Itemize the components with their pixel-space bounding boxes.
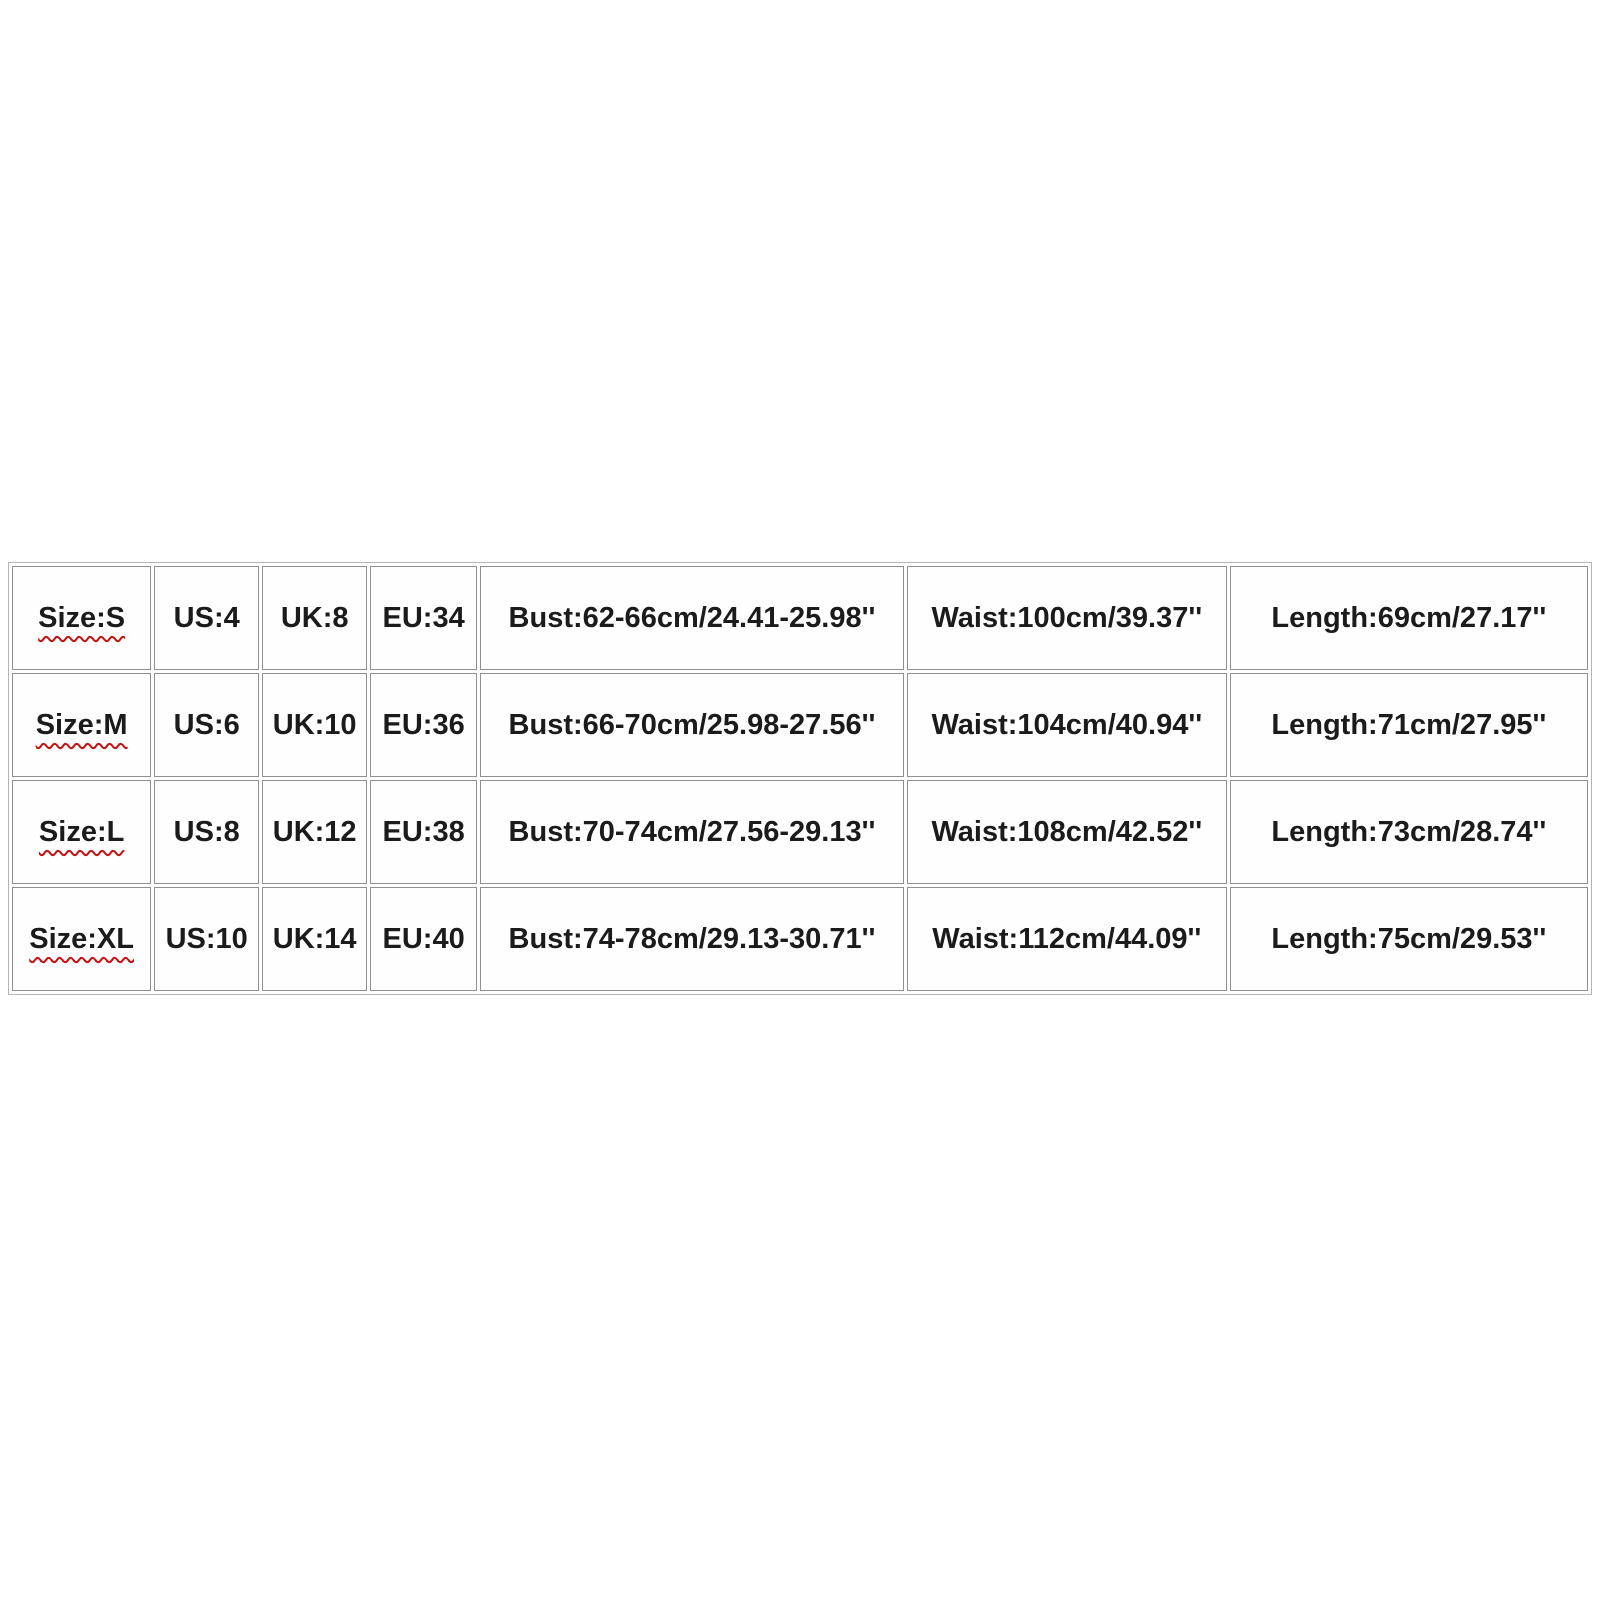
cell-size: Size:XL [12,887,152,991]
us-value: US:6 [173,708,240,741]
cell-size: Size:L [12,780,152,884]
cell-us: US:6 [154,673,260,777]
cell-length: Length:71cm/27.95'' [1229,673,1588,777]
table-row: Size:L US:8 UK:12 EU:38 Bust:70-74cm/27.56-2… [12,780,1588,884]
waist-value: Waist:104cm/40.94'' [931,708,1203,741]
us-value: US:10 [165,922,248,955]
cell-uk: UK:8 [262,566,368,670]
size-chart-table: Size:S US:4 UK:8 EU:34 Bust:62-66cm/24.41-25… [8,562,1592,995]
size-label: Size:S [38,601,126,634]
cell-uk: UK:14 [262,887,368,991]
cell-eu: EU:38 [370,780,478,884]
us-value: US:8 [173,815,240,848]
cell-length: Length:69cm/27.17'' [1229,566,1588,670]
cell-eu: EU:34 [370,566,478,670]
cell-bust: Bust:74-78cm/29.13-30.71'' [480,887,904,991]
table-row: Size:S US:4 UK:8 EU:34 Bust:62-66cm/24.41-25… [12,566,1588,670]
cell-waist: Waist:100cm/39.37'' [906,566,1227,670]
cell-bust: Bust:70-74cm/27.56-29.13'' [480,780,904,884]
length-value: Length:75cm/29.53'' [1271,922,1547,955]
length-value: Length:71cm/27.95'' [1271,708,1547,741]
size-chart-body: Size:S US:4 UK:8 EU:34 Bust:62-66cm/24.41-25… [12,566,1588,991]
bust-value: Bust:70-74cm/27.56-29.13'' [508,815,876,848]
table-row: Size:XL US:10 UK:14 EU:40 Bust:74-78cm/29.13… [12,887,1588,991]
eu-value: EU:40 [382,922,465,955]
bust-value: Bust:66-70cm/25.98-27.56'' [508,708,876,741]
table-row: Size:M US:6 UK:10 EU:36 Bust:66-70cm/25.98-2… [12,673,1588,777]
cell-waist: Waist:104cm/40.94'' [906,673,1227,777]
waist-value: Waist:100cm/39.37'' [931,601,1203,634]
us-value: US:4 [173,601,240,634]
cell-uk: UK:10 [262,673,368,777]
cell-uk: UK:12 [262,780,368,884]
cell-us: US:10 [154,887,260,991]
cell-size: Size:M [12,673,152,777]
cell-eu: EU:36 [370,673,478,777]
size-label: Size:L [38,815,125,848]
uk-value: UK:8 [280,601,349,634]
cell-length: Length:75cm/29.53'' [1229,887,1588,991]
cell-bust: Bust:62-66cm/24.41-25.98'' [480,566,904,670]
length-value: Length:73cm/28.74'' [1271,815,1547,848]
cell-bust: Bust:66-70cm/25.98-27.56'' [480,673,904,777]
cell-us: US:4 [154,566,260,670]
cell-us: US:8 [154,780,260,884]
uk-value: UK:14 [272,922,357,955]
length-value: Length:69cm/27.17'' [1271,601,1547,634]
uk-value: UK:12 [272,815,357,848]
size-label: Size:M [35,708,128,741]
eu-value: EU:34 [382,601,465,634]
waist-value: Waist:108cm/42.52'' [931,815,1203,848]
eu-value: EU:38 [382,815,465,848]
cell-size: Size:S [12,566,152,670]
waist-value: Waist:112cm/44.09'' [932,922,1202,955]
uk-value: UK:10 [272,708,357,741]
cell-waist: Waist:112cm/44.09'' [906,887,1227,991]
size-label: Size:XL [29,922,134,955]
bust-value: Bust:74-78cm/29.13-30.71'' [508,922,876,955]
cell-waist: Waist:108cm/42.52'' [906,780,1227,884]
cell-eu: EU:40 [370,887,478,991]
bust-value: Bust:62-66cm/24.41-25.98'' [508,601,876,634]
eu-value: EU:36 [382,708,465,741]
cell-length: Length:73cm/28.74'' [1229,780,1588,884]
